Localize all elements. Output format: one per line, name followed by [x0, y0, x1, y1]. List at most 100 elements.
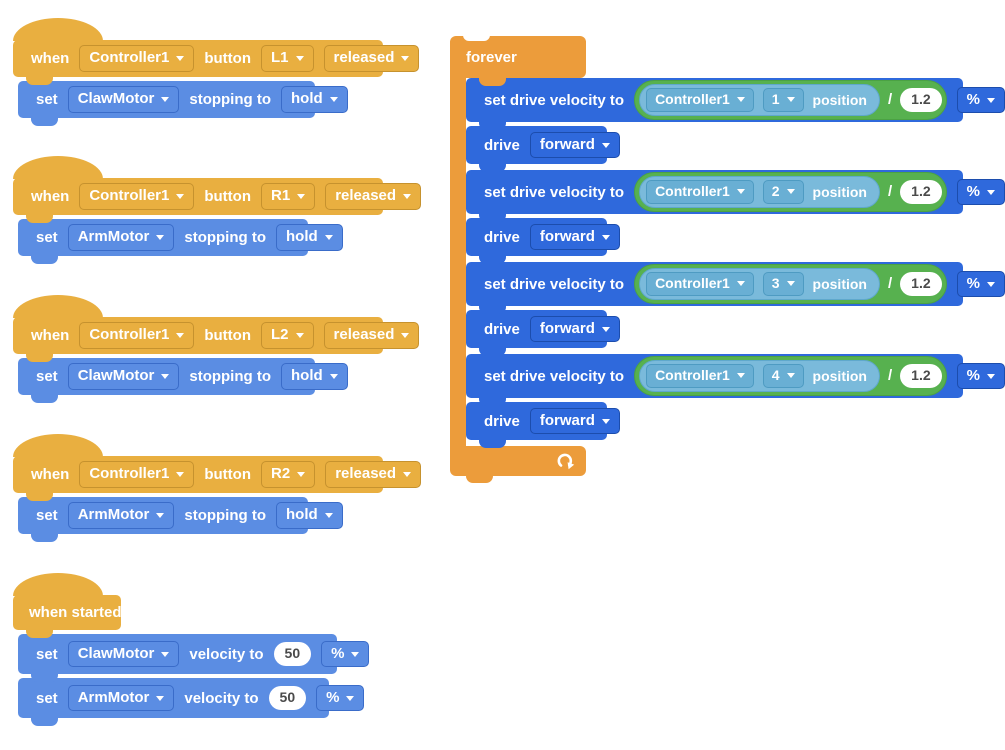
chevron-down-icon: [156, 235, 165, 240]
controller-dropdown[interactable]: Controller1: [646, 272, 754, 296]
button-label: button: [204, 188, 251, 205]
brake-mode-dropdown[interactable]: hold: [281, 363, 348, 390]
drive-block[interactable]: drive forward: [466, 310, 620, 356]
brake-mode-dropdown[interactable]: hold: [276, 224, 343, 251]
controller-position-reporter[interactable]: Controller1 4 position: [639, 360, 880, 392]
state-dropdown[interactable]: released: [323, 45, 420, 72]
motor-dropdown[interactable]: ArmMotor: [67, 502, 175, 529]
button-label: button: [204, 466, 251, 483]
axis-dropdown[interactable]: 3: [762, 272, 804, 296]
set-drive-velocity-block[interactable]: set drive velocity to Controller1 1 posi…: [466, 78, 1005, 130]
button-dropdown[interactable]: L1: [261, 45, 314, 72]
button-dropdown[interactable]: L2: [261, 322, 314, 349]
set-drive-velocity-block[interactable]: set drive velocity to Controller1 2 posi…: [466, 170, 1005, 222]
direction-dropdown[interactable]: forward: [529, 407, 620, 435]
set-motor-stopping-block[interactable]: set ArmMotor stopping to hold: [18, 497, 343, 542]
chevron-down-icon: [161, 651, 170, 657]
when-controller-button-hat[interactable]: when Controller1 button L2 released: [13, 295, 420, 362]
drive-block[interactable]: drive forward: [466, 218, 620, 264]
chevron-down-icon: [736, 281, 745, 287]
axis-dropdown[interactable]: 1: [762, 88, 804, 112]
division-operator[interactable]: Controller1 2 position / 1.2: [634, 172, 947, 212]
set-motor-stopping-block[interactable]: set ArmMotor stopping to hold: [18, 219, 343, 264]
when-started-hat[interactable]: when started: [13, 573, 122, 638]
chevron-down-icon: [297, 472, 306, 477]
state-dropdown[interactable]: released: [323, 322, 420, 349]
when-label: when: [31, 50, 70, 67]
forever-block[interactable]: forever: [450, 35, 586, 86]
unit-dropdown[interactable]: %: [956, 178, 1005, 206]
stopping-to-label: stopping to: [184, 229, 267, 246]
stopping-to-label: stopping to: [184, 507, 267, 524]
brake-mode-dropdown[interactable]: hold: [281, 86, 348, 113]
chevron-down-icon: [161, 374, 170, 379]
button-dropdown[interactable]: R2: [261, 461, 316, 488]
brake-mode-dropdown[interactable]: hold: [276, 502, 343, 529]
unit-dropdown[interactable]: %: [956, 362, 1005, 390]
drive-block[interactable]: drive forward: [466, 402, 620, 448]
unit-dropdown[interactable]: %: [316, 684, 365, 712]
chevron-down-icon: [401, 333, 410, 338]
set-motor-stopping-block[interactable]: set ClawMotor stopping to hold: [18, 81, 348, 126]
divide-sign: /: [887, 275, 893, 293]
set-motor-velocity-block[interactable]: set ArmMotor velocity to 50 %: [18, 678, 365, 726]
motor-dropdown[interactable]: ClawMotor: [67, 363, 180, 390]
button-dropdown[interactable]: R1: [261, 183, 316, 210]
set-label: set: [36, 645, 58, 663]
number-input-oval[interactable]: 1.2: [900, 180, 942, 204]
unit-dropdown[interactable]: %: [321, 640, 370, 668]
controller-dropdown[interactable]: Controller1: [79, 45, 195, 72]
set-motor-stopping-block[interactable]: set ClawMotor stopping to hold: [18, 358, 348, 403]
number-input-oval[interactable]: 50: [273, 642, 312, 666]
motor-dropdown[interactable]: ClawMotor: [67, 86, 180, 113]
direction-dropdown[interactable]: forward: [529, 315, 620, 343]
controller-dropdown[interactable]: Controller1: [646, 88, 754, 112]
number-input-oval[interactable]: 1.2: [900, 88, 942, 112]
motor-dropdown[interactable]: ClawMotor: [67, 640, 180, 668]
axis-dropdown[interactable]: 4: [762, 364, 804, 388]
stopping-to-label: stopping to: [189, 368, 272, 385]
unit-dropdown[interactable]: %: [956, 270, 1005, 298]
when-controller-button-hat[interactable]: when Controller1 button R2 released: [13, 434, 422, 501]
when-controller-button-hat[interactable]: when Controller1 button L1 released: [13, 18, 420, 85]
motor-dropdown[interactable]: ArmMotor: [67, 224, 175, 251]
motor-dropdown[interactable]: ArmMotor: [67, 684, 175, 712]
controller-position-reporter[interactable]: Controller1 3 position: [639, 268, 880, 300]
controller-dropdown[interactable]: Controller1: [646, 364, 754, 388]
drive-block[interactable]: drive forward: [466, 126, 620, 172]
chevron-down-icon: [295, 56, 304, 61]
controller-dropdown[interactable]: Controller1: [79, 461, 195, 488]
state-dropdown[interactable]: released: [325, 183, 422, 210]
direction-dropdown[interactable]: forward: [529, 223, 620, 251]
controller-position-reporter[interactable]: Controller1 1 position: [639, 84, 880, 116]
unit-dropdown[interactable]: %: [956, 86, 1005, 114]
set-drive-velocity-block[interactable]: set drive velocity to Controller1 3 posi…: [466, 262, 1005, 314]
set-drive-velocity-label: set drive velocity to: [484, 367, 625, 385]
position-label: position: [812, 183, 867, 200]
chevron-down-icon: [986, 373, 995, 379]
axis-dropdown[interactable]: 2: [762, 180, 804, 204]
number-input-oval[interactable]: 50: [268, 686, 307, 710]
number-input-oval[interactable]: 1.2: [900, 364, 942, 388]
forever-label: forever: [466, 48, 517, 66]
controller-position-reporter[interactable]: Controller1 2 position: [639, 176, 880, 208]
chevron-down-icon: [161, 97, 170, 102]
state-dropdown[interactable]: released: [325, 461, 422, 488]
set-drive-velocity-block[interactable]: set drive velocity to Controller1 4 posi…: [466, 354, 1005, 406]
direction-dropdown[interactable]: forward: [529, 131, 620, 159]
controller-dropdown[interactable]: Controller1: [79, 322, 195, 349]
set-motor-velocity-block[interactable]: set ClawMotor velocity to 50 %: [18, 634, 370, 682]
division-operator[interactable]: Controller1 1 position / 1.2: [634, 80, 947, 120]
controller-dropdown[interactable]: Controller1: [79, 183, 195, 210]
set-drive-velocity-label: set drive velocity to: [484, 275, 625, 293]
when-controller-button-hat[interactable]: when Controller1 button R1 released: [13, 156, 422, 223]
number-input-oval[interactable]: 1.2: [900, 272, 942, 296]
division-operator[interactable]: Controller1 4 position / 1.2: [634, 356, 947, 396]
drive-label: drive: [484, 320, 520, 338]
forever-block-footer[interactable]: [450, 446, 586, 483]
chevron-down-icon: [329, 97, 338, 102]
set-drive-velocity-label: set drive velocity to: [484, 183, 625, 201]
controller-dropdown[interactable]: Controller1: [646, 180, 754, 204]
division-operator[interactable]: Controller1 3 position / 1.2: [634, 264, 947, 304]
chevron-down-icon: [601, 142, 610, 148]
